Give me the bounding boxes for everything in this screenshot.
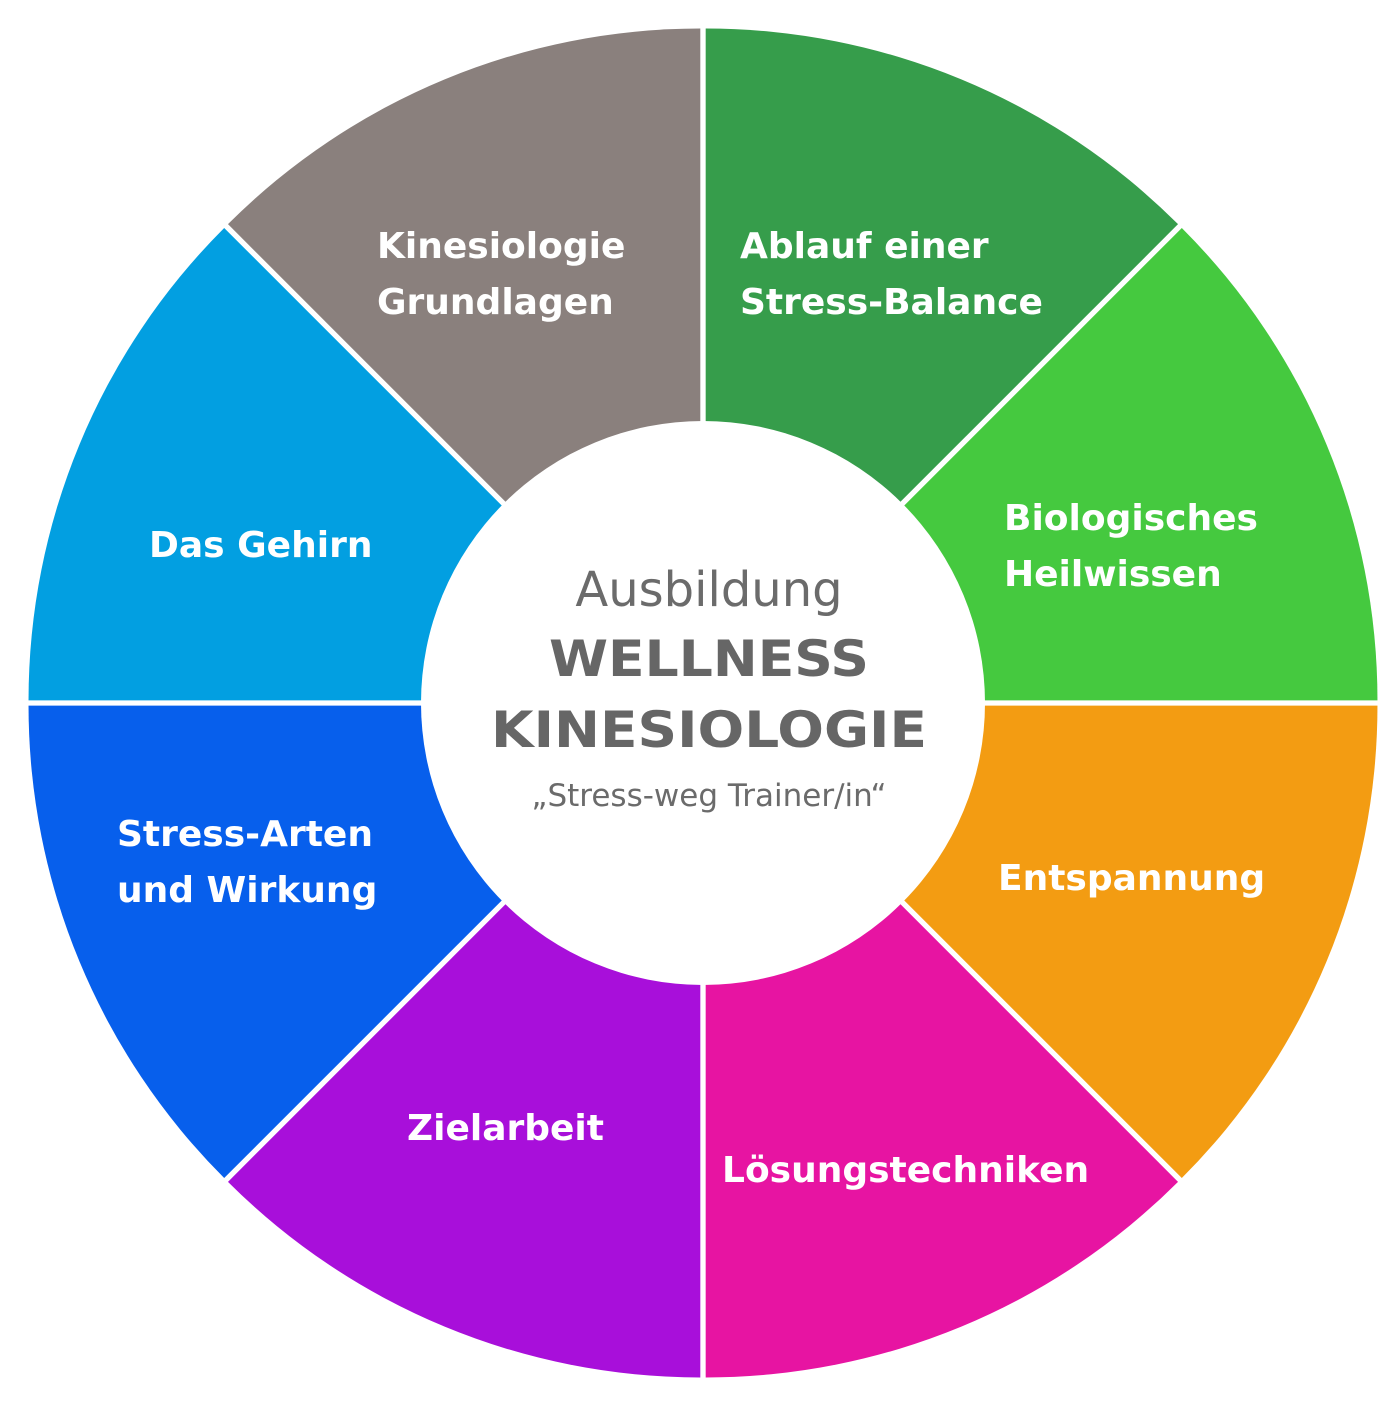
segment-label-das-gehirn: Das Gehirn (149, 525, 372, 566)
segment-label-zielarbeit: Zielarbeit (407, 1108, 604, 1149)
center-title-kinesiologie: KINESIOLOGIE (491, 701, 927, 759)
segment-label-loesungstechniken: Lösungstechniken (722, 1150, 1089, 1191)
center-circle (421, 421, 985, 985)
center-title-ausbildung: Ausbildung (575, 562, 842, 618)
center-subtitle: „Stress-weg Trainer/in“ (531, 778, 886, 814)
center-title-wellness: WELLNESS (549, 630, 869, 688)
segment-label-entspannung: Entspannung (998, 858, 1265, 899)
